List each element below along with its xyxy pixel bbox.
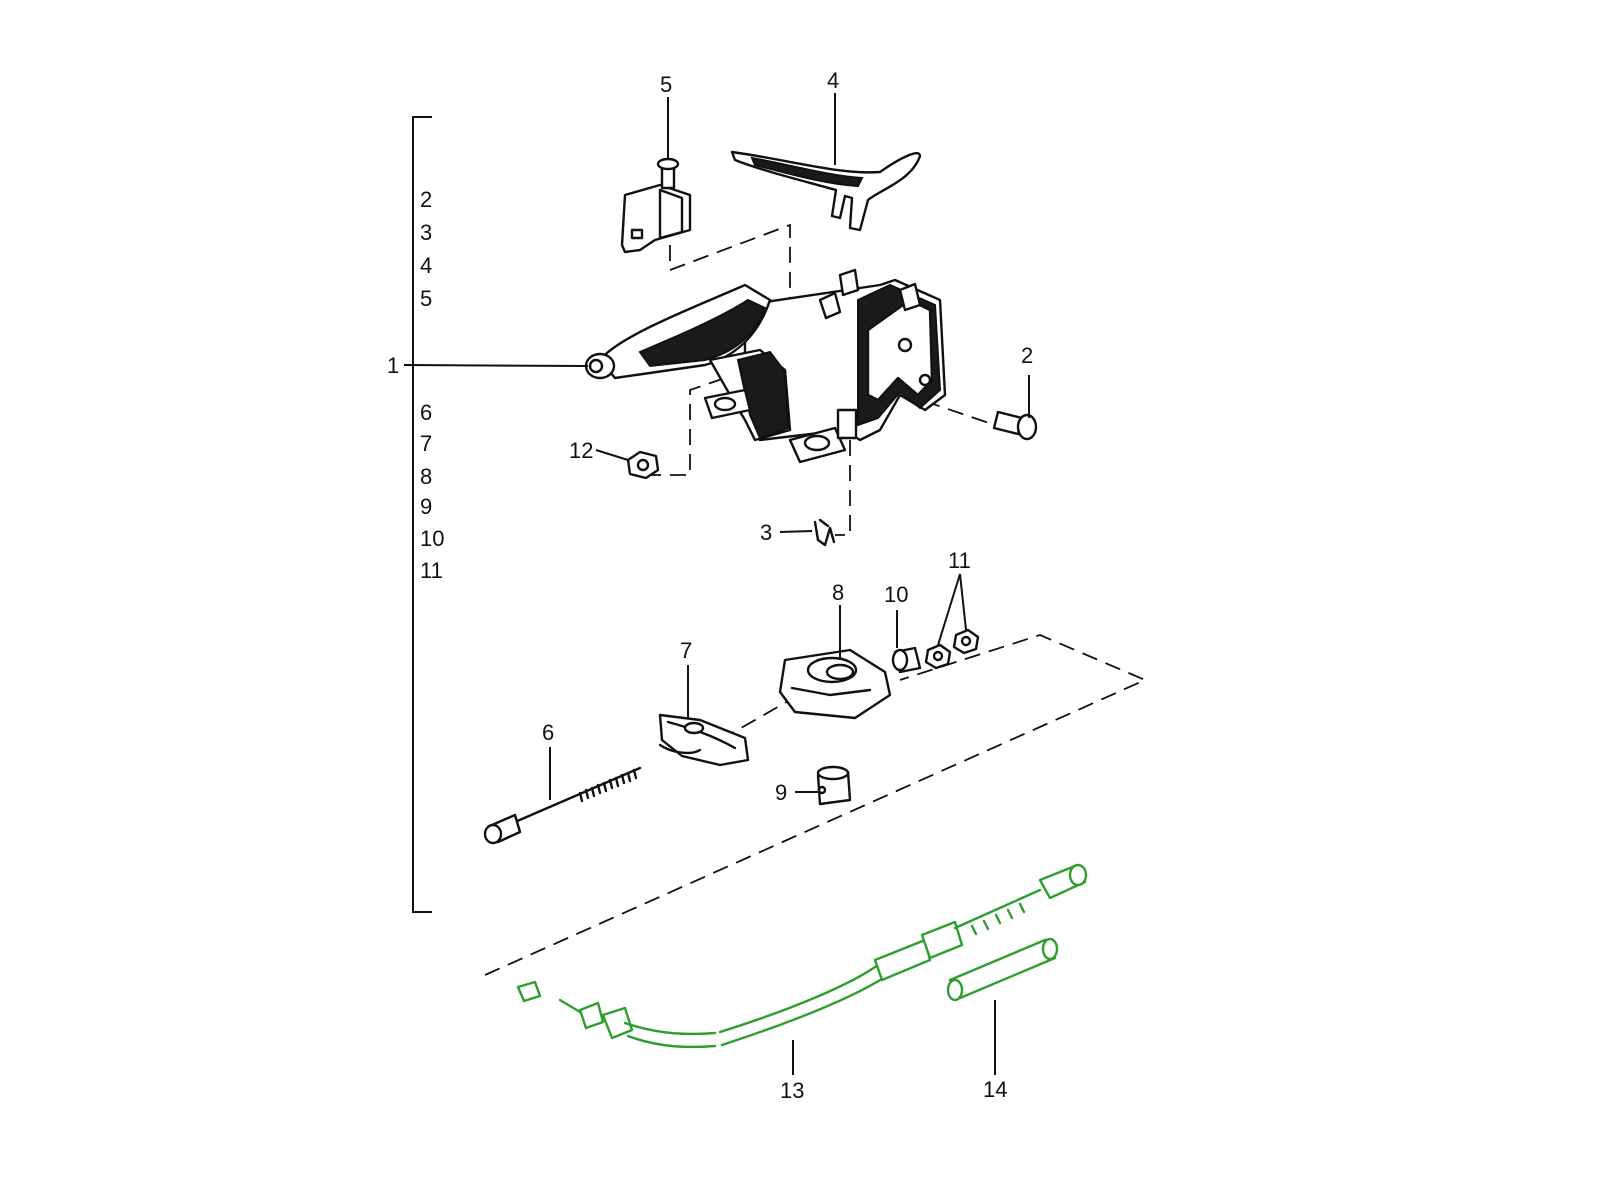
- assembly-parts-list: 2 3 4 5 6 7 8 9 10 11: [420, 187, 444, 583]
- list-item: 6: [420, 400, 432, 425]
- callout-2: 2: [1021, 343, 1033, 368]
- callout-13: 13: [780, 1078, 804, 1103]
- clip-part: [813, 518, 836, 547]
- callout-labels: 1 2 3 4 5 6 7 8 9 10 11 12 13 14: [387, 68, 1033, 1103]
- list-item: 10: [420, 526, 444, 551]
- list-item: 11: [420, 558, 443, 583]
- callout-7: 7: [680, 638, 692, 663]
- callout-6: 6: [542, 720, 554, 745]
- list-item: 4: [420, 253, 432, 278]
- hand-brake-lever: [584, 268, 947, 464]
- callout-11: 11: [948, 548, 971, 573]
- switch-part: [620, 157, 692, 254]
- list-item: 3: [420, 220, 432, 245]
- lever-cover: [730, 150, 922, 232]
- brake-cable: [516, 863, 1088, 1049]
- callout-10: 10: [884, 582, 908, 607]
- list-item: 2: [420, 187, 432, 212]
- list-item: 9: [420, 494, 432, 519]
- callout-12: 12: [569, 438, 593, 463]
- callout-14: 14: [983, 1077, 1007, 1102]
- nut-parts: [924, 628, 980, 670]
- list-item: 7: [420, 431, 432, 456]
- leader-lines: [403, 93, 1030, 1075]
- list-item: 8: [420, 464, 432, 489]
- callout-3: 3: [760, 520, 772, 545]
- callout-4: 4: [827, 68, 839, 93]
- spacer-part: [891, 646, 922, 674]
- list-item: 5: [420, 286, 432, 311]
- nut-part-12: [626, 450, 660, 480]
- threaded-rod: [483, 766, 642, 845]
- pin-part: [992, 410, 1038, 441]
- compensator-housing: [778, 648, 892, 720]
- cable-sleeve: [946, 937, 1059, 1002]
- bushing-part: [816, 765, 852, 806]
- callout-5: 5: [660, 72, 672, 97]
- callout-9: 9: [775, 780, 787, 805]
- callout-1: 1: [387, 353, 399, 378]
- compensator-bracket: [658, 713, 750, 767]
- callout-8: 8: [832, 580, 844, 605]
